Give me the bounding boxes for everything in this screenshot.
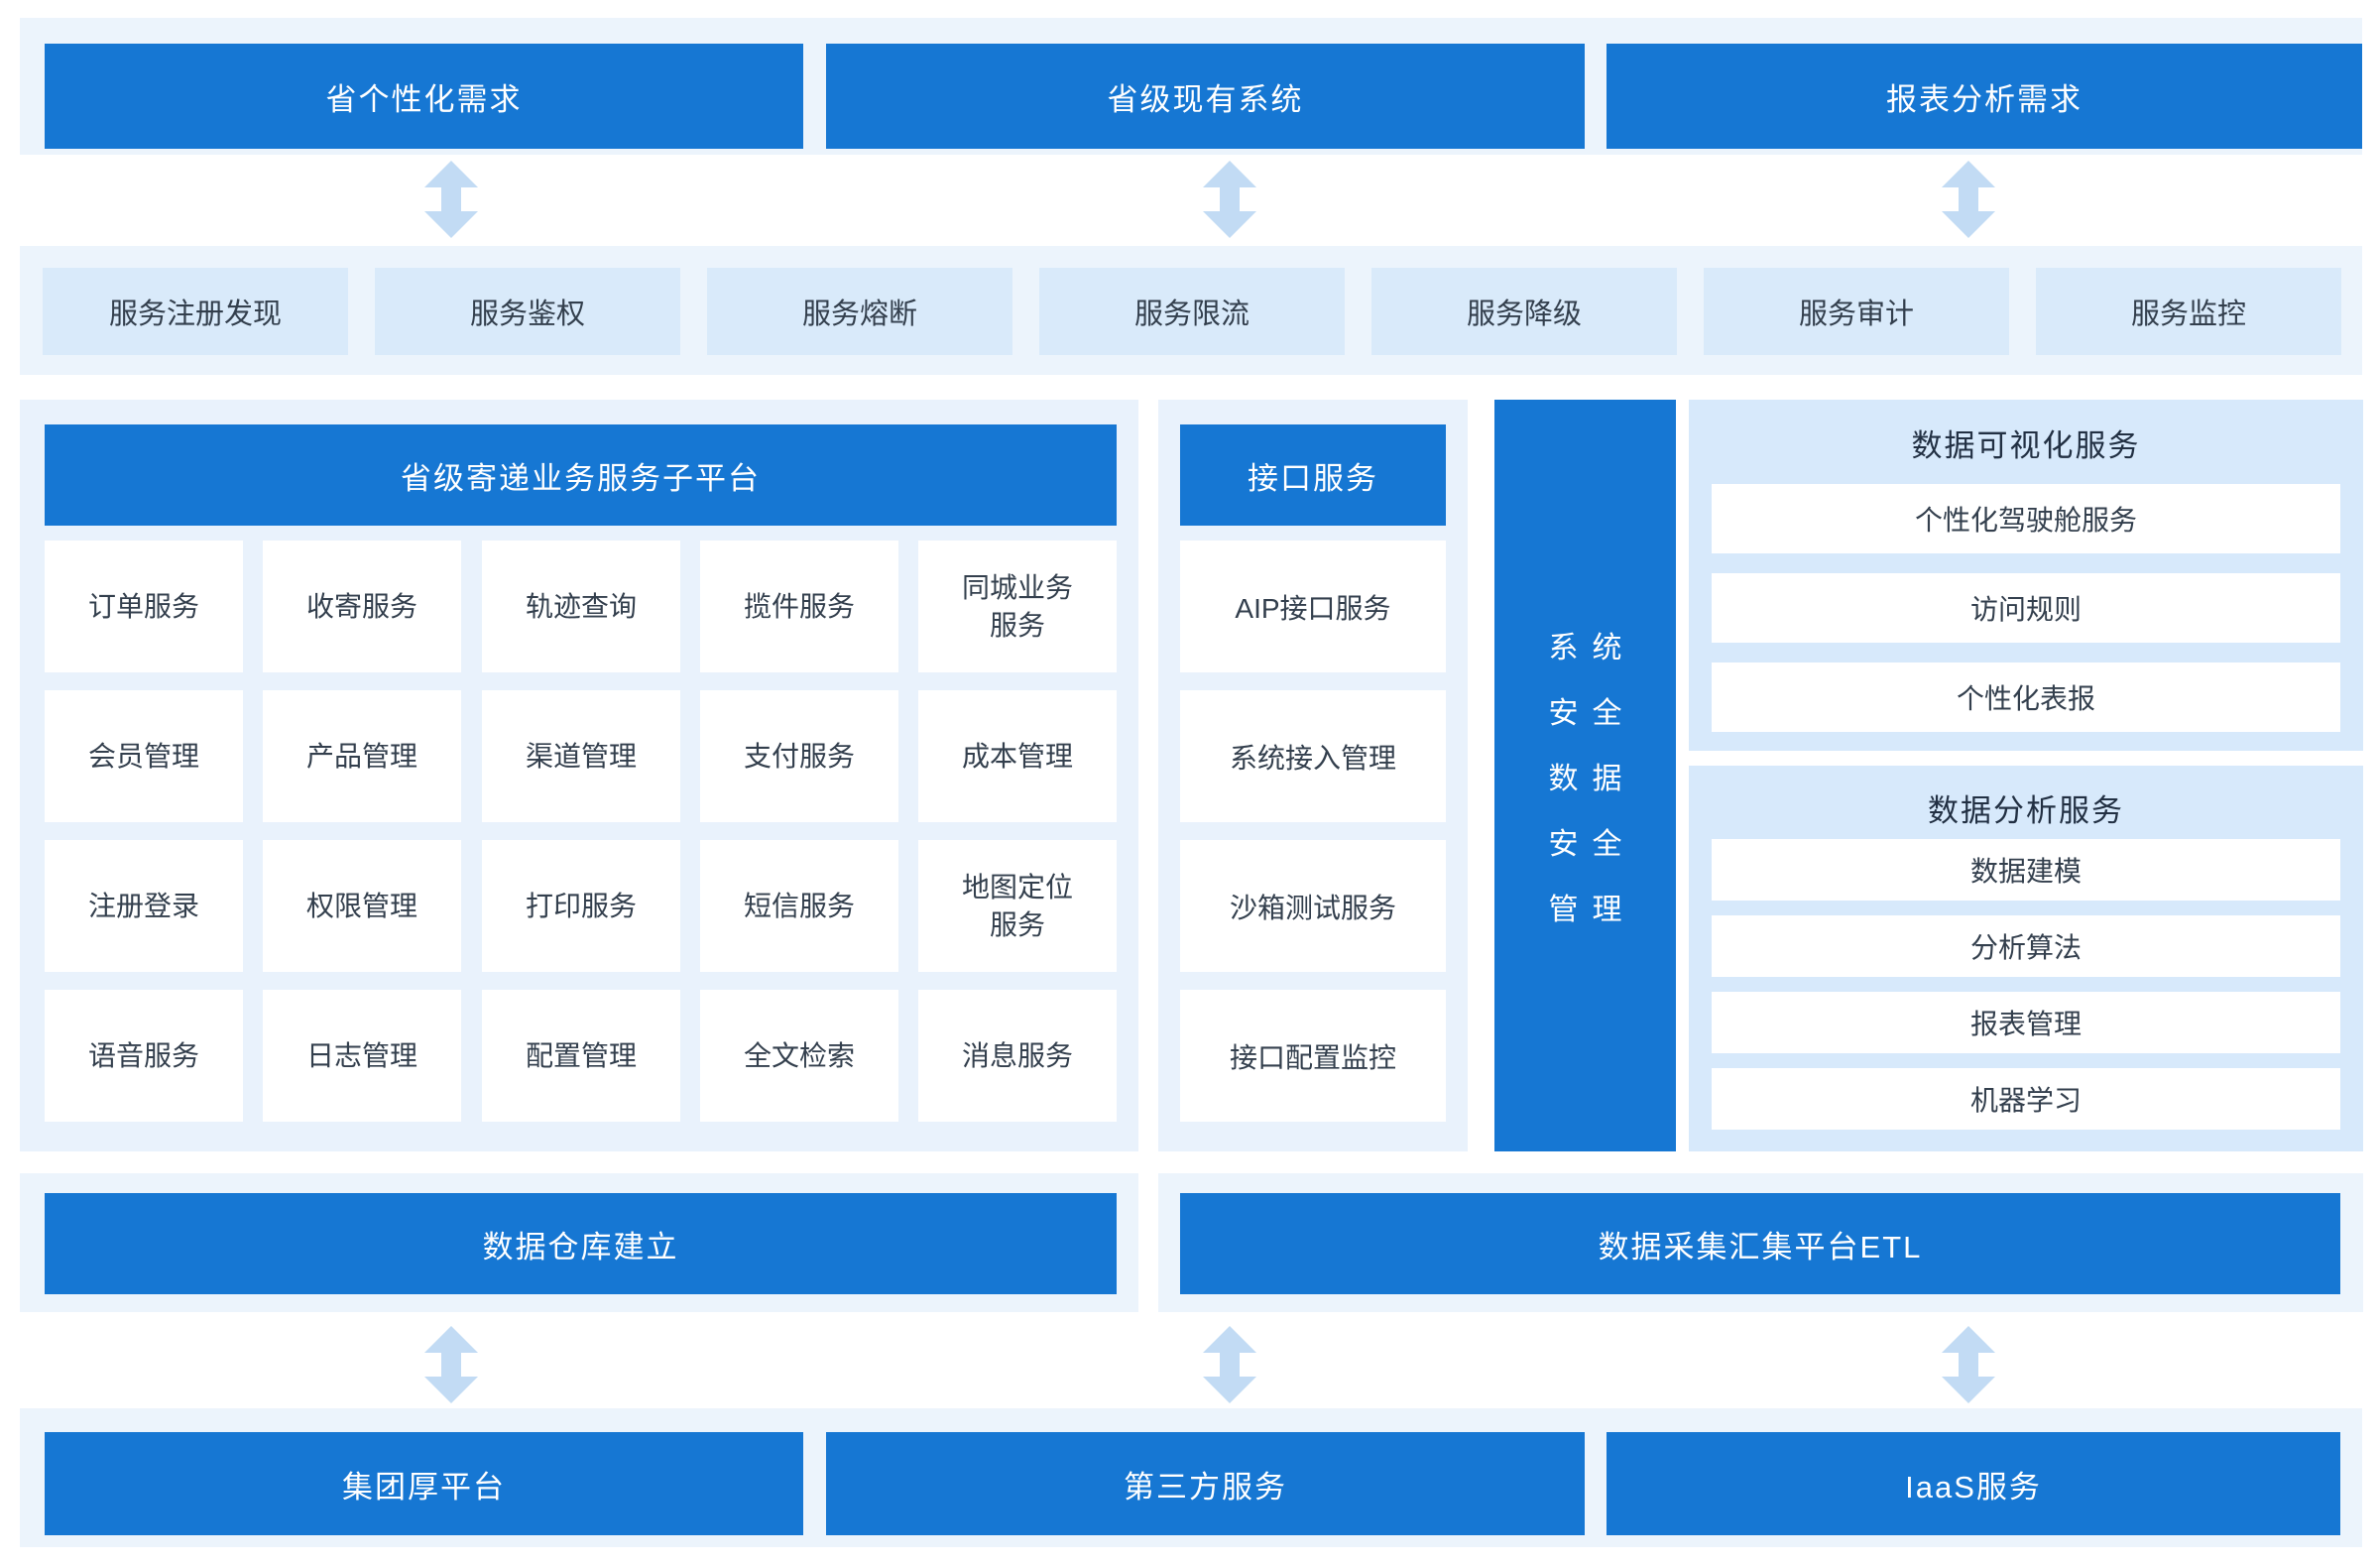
interface-header: 接口服务	[1180, 424, 1446, 526]
interface-service-cell: 系统接入管理	[1180, 690, 1446, 822]
gw-service-degradation: 服务降级	[1371, 268, 1677, 355]
security-bar-line: 管理	[1548, 894, 1636, 926]
security-bar-line: 系统	[1548, 632, 1636, 664]
platform-service-cell: 权限管理	[263, 840, 461, 972]
platform-service-cell: 支付服务	[700, 690, 898, 822]
platform-service-cell: 收寄服务	[263, 541, 461, 672]
security-bar: 系统 安全 数据 安全 管理	[1494, 400, 1676, 1151]
double-arrow-icon	[1203, 1326, 1256, 1403]
platform-service-cell: 语音服务	[45, 990, 243, 1122]
gw-service-registry-discovery: 服务注册发现	[43, 268, 348, 355]
platform-service-cell: 订单服务	[45, 541, 243, 672]
interface-service-cell: AIP接口服务	[1180, 541, 1446, 672]
gw-service-rate-limit: 服务限流	[1039, 268, 1345, 355]
visualization-title: 数据可视化服务	[1911, 427, 2141, 463]
security-bar-line: 安全	[1548, 697, 1636, 730]
platform-service-cell: 同城业务服务	[918, 541, 1117, 672]
box-province-custom-needs: 省个性化需求	[45, 44, 803, 149]
box-iaas-services: IaaS服务	[1606, 1432, 2340, 1535]
interface-service-cell: 接口配置监控	[1180, 990, 1446, 1122]
platform-service-cell: 会员管理	[45, 690, 243, 822]
platform-service-cell: 注册登录	[45, 840, 243, 972]
gw-service-monitoring: 服务监控	[2036, 268, 2341, 355]
viz-service-cell: 访问规则	[1712, 573, 2340, 643]
etl-bar: 数据采集汇集平台ETL	[1180, 1193, 2340, 1294]
double-arrow-icon	[424, 161, 478, 238]
analysis-title: 数据分析服务	[1928, 792, 2124, 828]
platform-service-cell: 日志管理	[263, 990, 461, 1122]
gw-service-auth: 服务鉴权	[375, 268, 680, 355]
platform-service-cell: 渠道管理	[482, 690, 680, 822]
platform-service-cell: 全文检索	[700, 990, 898, 1122]
viz-service-cell: 个性化驾驶舱服务	[1712, 484, 2340, 553]
platform-service-cell: 短信服务	[700, 840, 898, 972]
analysis-service-cell: 分析算法	[1712, 915, 2340, 977]
viz-service-cell: 个性化表报	[1712, 662, 2340, 732]
platform-service-cell: 消息服务	[918, 990, 1117, 1122]
platform-header: 省级寄递业务服务子平台	[45, 424, 1117, 526]
platform-service-cell: 揽件服务	[700, 541, 898, 672]
analysis-service-cell: 数据建模	[1712, 839, 2340, 901]
platform-service-cell: 轨迹查询	[482, 541, 680, 672]
box-group-platform: 集团厚平台	[45, 1432, 803, 1535]
gw-service-audit: 服务审计	[1704, 268, 2009, 355]
box-third-party-services: 第三方服务	[826, 1432, 1585, 1535]
platform-service-cell: 配置管理	[482, 990, 680, 1122]
gw-service-circuit-breaker: 服务熔断	[707, 268, 1012, 355]
interface-service-cell: 沙箱测试服务	[1180, 840, 1446, 972]
box-province-existing-systems: 省级现有系统	[826, 44, 1585, 149]
double-arrow-icon	[1942, 161, 1995, 238]
box-report-analysis-needs: 报表分析需求	[1606, 44, 2362, 149]
analysis-service-cell: 机器学习	[1712, 1068, 2340, 1130]
warehouse-bar: 数据仓库建立	[45, 1193, 1117, 1294]
security-bar-line: 数据	[1548, 763, 1636, 795]
double-arrow-icon	[424, 1326, 478, 1403]
double-arrow-icon	[1203, 161, 1256, 238]
platform-service-cell: 打印服务	[482, 840, 680, 972]
platform-service-cell: 产品管理	[263, 690, 461, 822]
double-arrow-icon	[1942, 1326, 1995, 1403]
analysis-service-cell: 报表管理	[1712, 992, 2340, 1053]
security-bar-line: 安全	[1548, 828, 1636, 861]
platform-service-cell: 地图定位服务	[918, 840, 1117, 972]
platform-service-cell: 成本管理	[918, 690, 1117, 822]
